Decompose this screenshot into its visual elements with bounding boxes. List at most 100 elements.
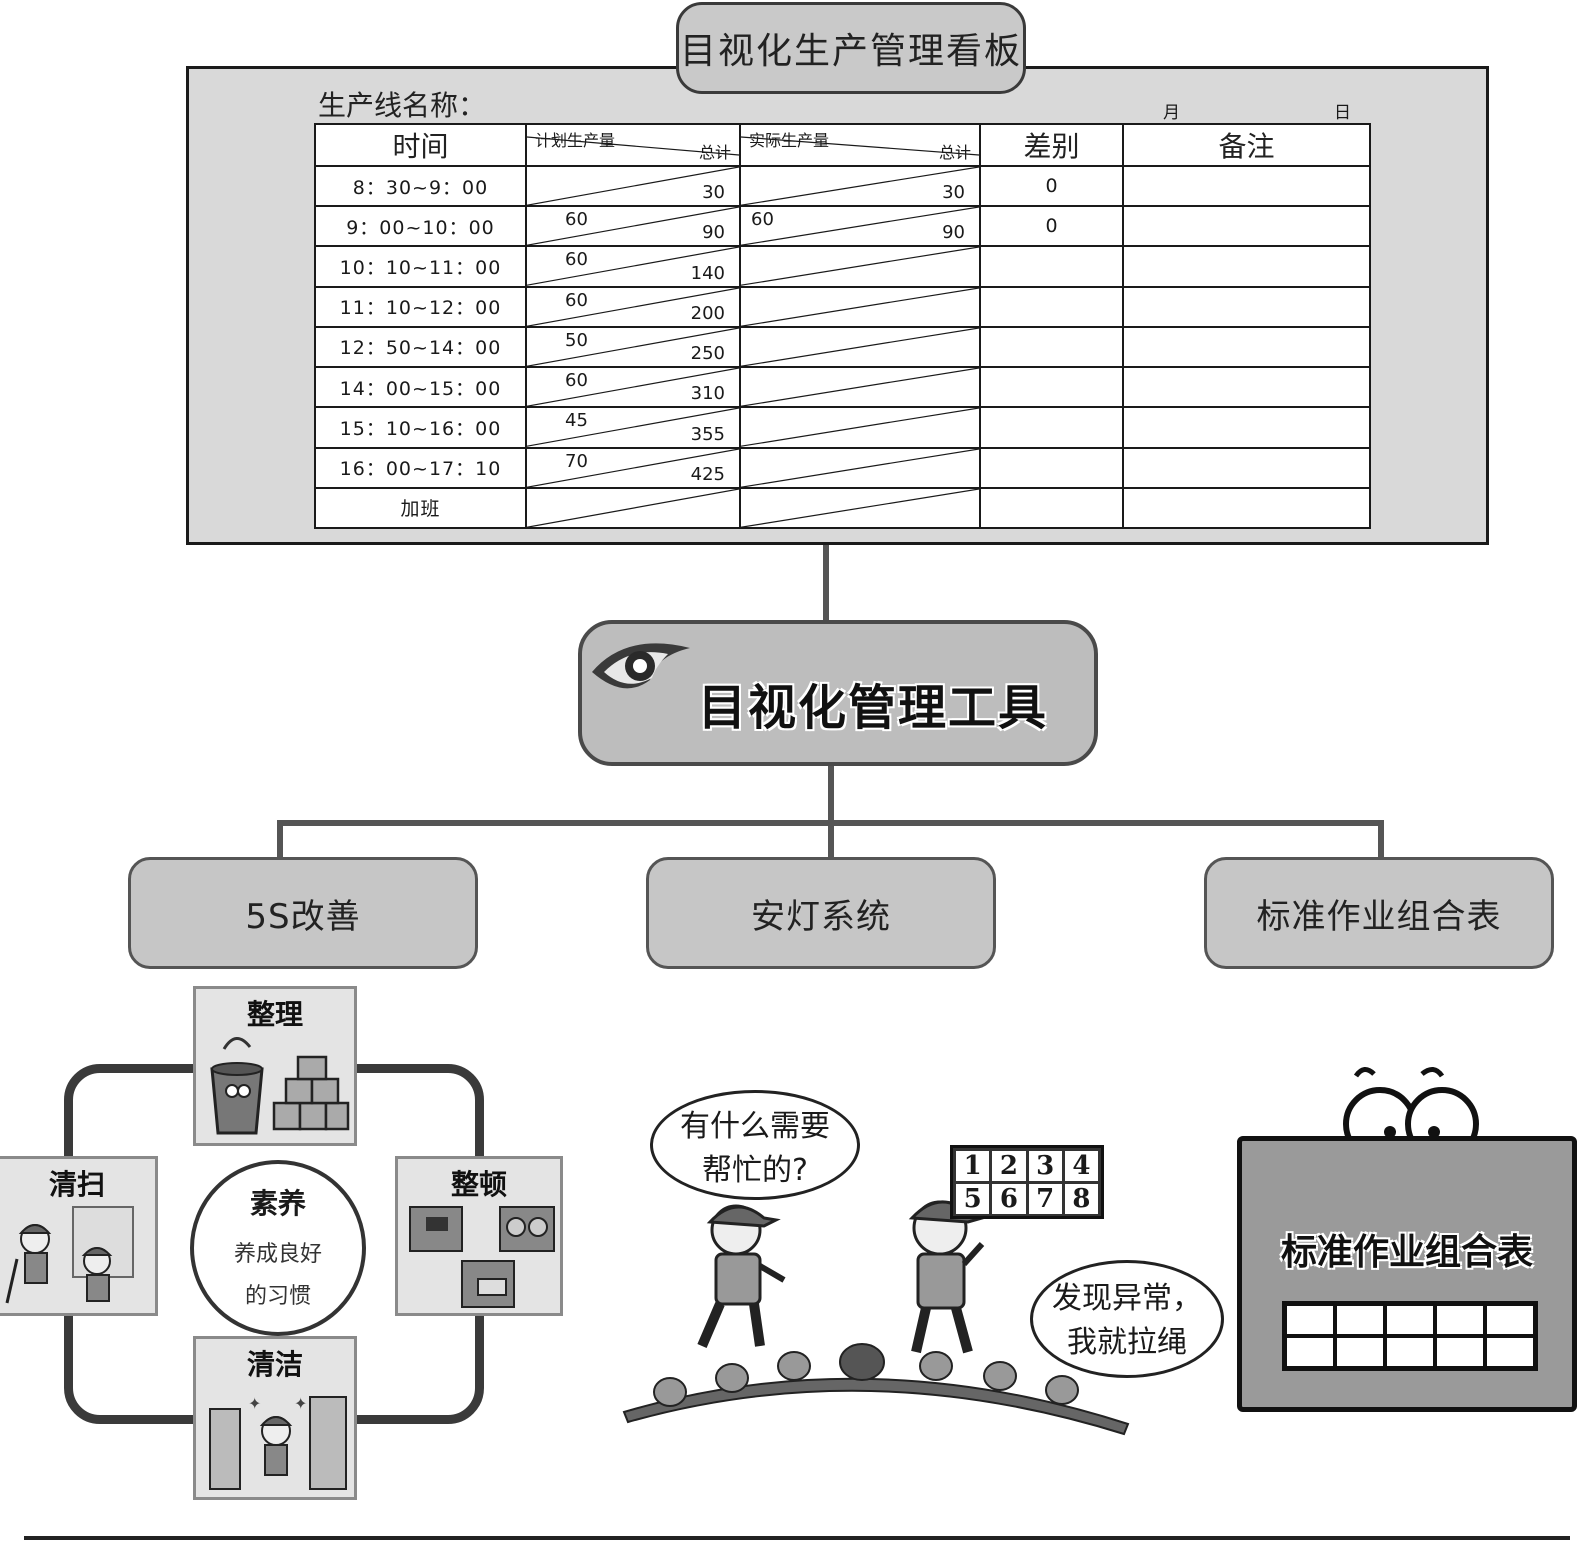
card-seiton: 整顿	[395, 1156, 563, 1316]
connector-board-center	[823, 545, 829, 622]
header-time: 时间	[314, 123, 527, 167]
remarks-cell	[1122, 285, 1371, 328]
card-seiri: 整理	[193, 986, 357, 1146]
svg-text:✦: ✦	[294, 1394, 307, 1413]
standard-work-title: 标准作业组合表	[1280, 1232, 1533, 1273]
branch-standard-work: 标准作业组合表	[1204, 857, 1554, 969]
time-cell: 16：00~17：10	[314, 446, 527, 489]
card-seiketsu: 清洁 ✦ ✦	[193, 1336, 357, 1500]
actual-cell	[739, 245, 981, 288]
connector-middle	[828, 820, 834, 860]
difference-cell: 0	[979, 164, 1124, 208]
time-cell: 12：50~14：00	[314, 325, 527, 369]
table-row: 加班	[314, 486, 1371, 530]
board-title: 目视化生产管理看板	[676, 2, 1026, 94]
remarks-cell	[1122, 406, 1371, 449]
conveyor-line-icon	[622, 1343, 1130, 1436]
orderly-tools-icon	[409, 1206, 555, 1308]
remarks-cell	[1122, 325, 1371, 369]
difference-cell	[979, 406, 1124, 449]
bottom-divider	[24, 1536, 1570, 1540]
time-cell: 10：10~11：00	[314, 245, 527, 288]
cleaning-workers-icon	[5, 1206, 134, 1304]
header-actual: 实际生产量 总计	[739, 123, 981, 167]
andon-cell: 7	[1028, 1184, 1062, 1214]
andon-cell: 6	[992, 1184, 1026, 1214]
difference-cell	[979, 245, 1124, 288]
connector-center-down	[828, 766, 834, 826]
planned-cell	[525, 486, 741, 530]
actual-cell	[739, 486, 981, 530]
card-seiso: 清扫	[0, 1156, 158, 1316]
remarks-cell	[1122, 164, 1371, 208]
andon-cell: 2	[992, 1151, 1026, 1181]
svg-text:✦: ✦	[248, 1394, 261, 1413]
day-label: 日	[1334, 103, 1351, 123]
eye-icon	[592, 643, 690, 689]
andon-cell: 8	[1064, 1184, 1098, 1214]
difference-cell	[979, 325, 1124, 369]
month-label: 月	[1163, 103, 1180, 123]
actual-cell	[739, 325, 981, 369]
speech-bubble-helper: 有什么需要帮忙的?	[650, 1090, 860, 1200]
andon-cell: 3	[1028, 1151, 1062, 1181]
header-planned: 计划生产量 总计	[525, 123, 741, 167]
time-cell: 14：00~15：00	[314, 366, 527, 409]
actual-cell: 30	[739, 164, 981, 208]
header-difference: 差别	[979, 123, 1124, 167]
connector-right	[1378, 820, 1384, 860]
andon-cell: 1	[956, 1151, 990, 1181]
difference-cell: 0	[979, 205, 1124, 248]
actual-cell	[739, 285, 981, 328]
clean-workplace-icon: ✦ ✦	[209, 1394, 347, 1490]
actual-cell	[739, 406, 981, 449]
header-remarks: 备注	[1122, 123, 1371, 167]
worker-with-wrench-icon	[697, 1204, 786, 1348]
standard-work-sheet: 标准作业组合表	[1237, 1136, 1577, 1412]
standard-work-grid	[1282, 1301, 1538, 1371]
branch-andon: 安灯系统	[646, 857, 996, 969]
difference-cell	[979, 446, 1124, 489]
planned-cell: 30	[525, 164, 741, 208]
speech-bubble-operator: 发现异常，我就拉绳	[1030, 1260, 1224, 1378]
time-cell: 15：10~16：00	[314, 406, 527, 449]
difference-cell	[979, 366, 1124, 409]
difference-cell	[979, 285, 1124, 328]
andon-cell: 4	[1064, 1151, 1098, 1181]
remarks-cell	[1122, 245, 1371, 288]
actual-cell	[739, 366, 981, 409]
remarks-cell	[1122, 486, 1371, 530]
remarks-cell	[1122, 205, 1371, 248]
center-title: 目视化管理工具	[697, 680, 1048, 736]
actual-cell	[739, 446, 981, 489]
sorting-illustration-icon	[210, 1037, 350, 1135]
time-cell: 8：30~9：00	[314, 164, 527, 208]
andon-cell: 5	[956, 1184, 990, 1214]
difference-cell	[979, 486, 1124, 530]
remarks-cell	[1122, 446, 1371, 489]
connector-left	[277, 820, 283, 860]
time-cell: 9：00~10：00	[314, 205, 527, 248]
branch-5s: 5S改善	[128, 857, 478, 969]
shitsuke-circle: 素养 养成良好的习惯	[190, 1160, 366, 1336]
line-name-label: 生产线名称：	[318, 89, 487, 122]
time-cell: 11：10~12：00	[314, 285, 527, 328]
